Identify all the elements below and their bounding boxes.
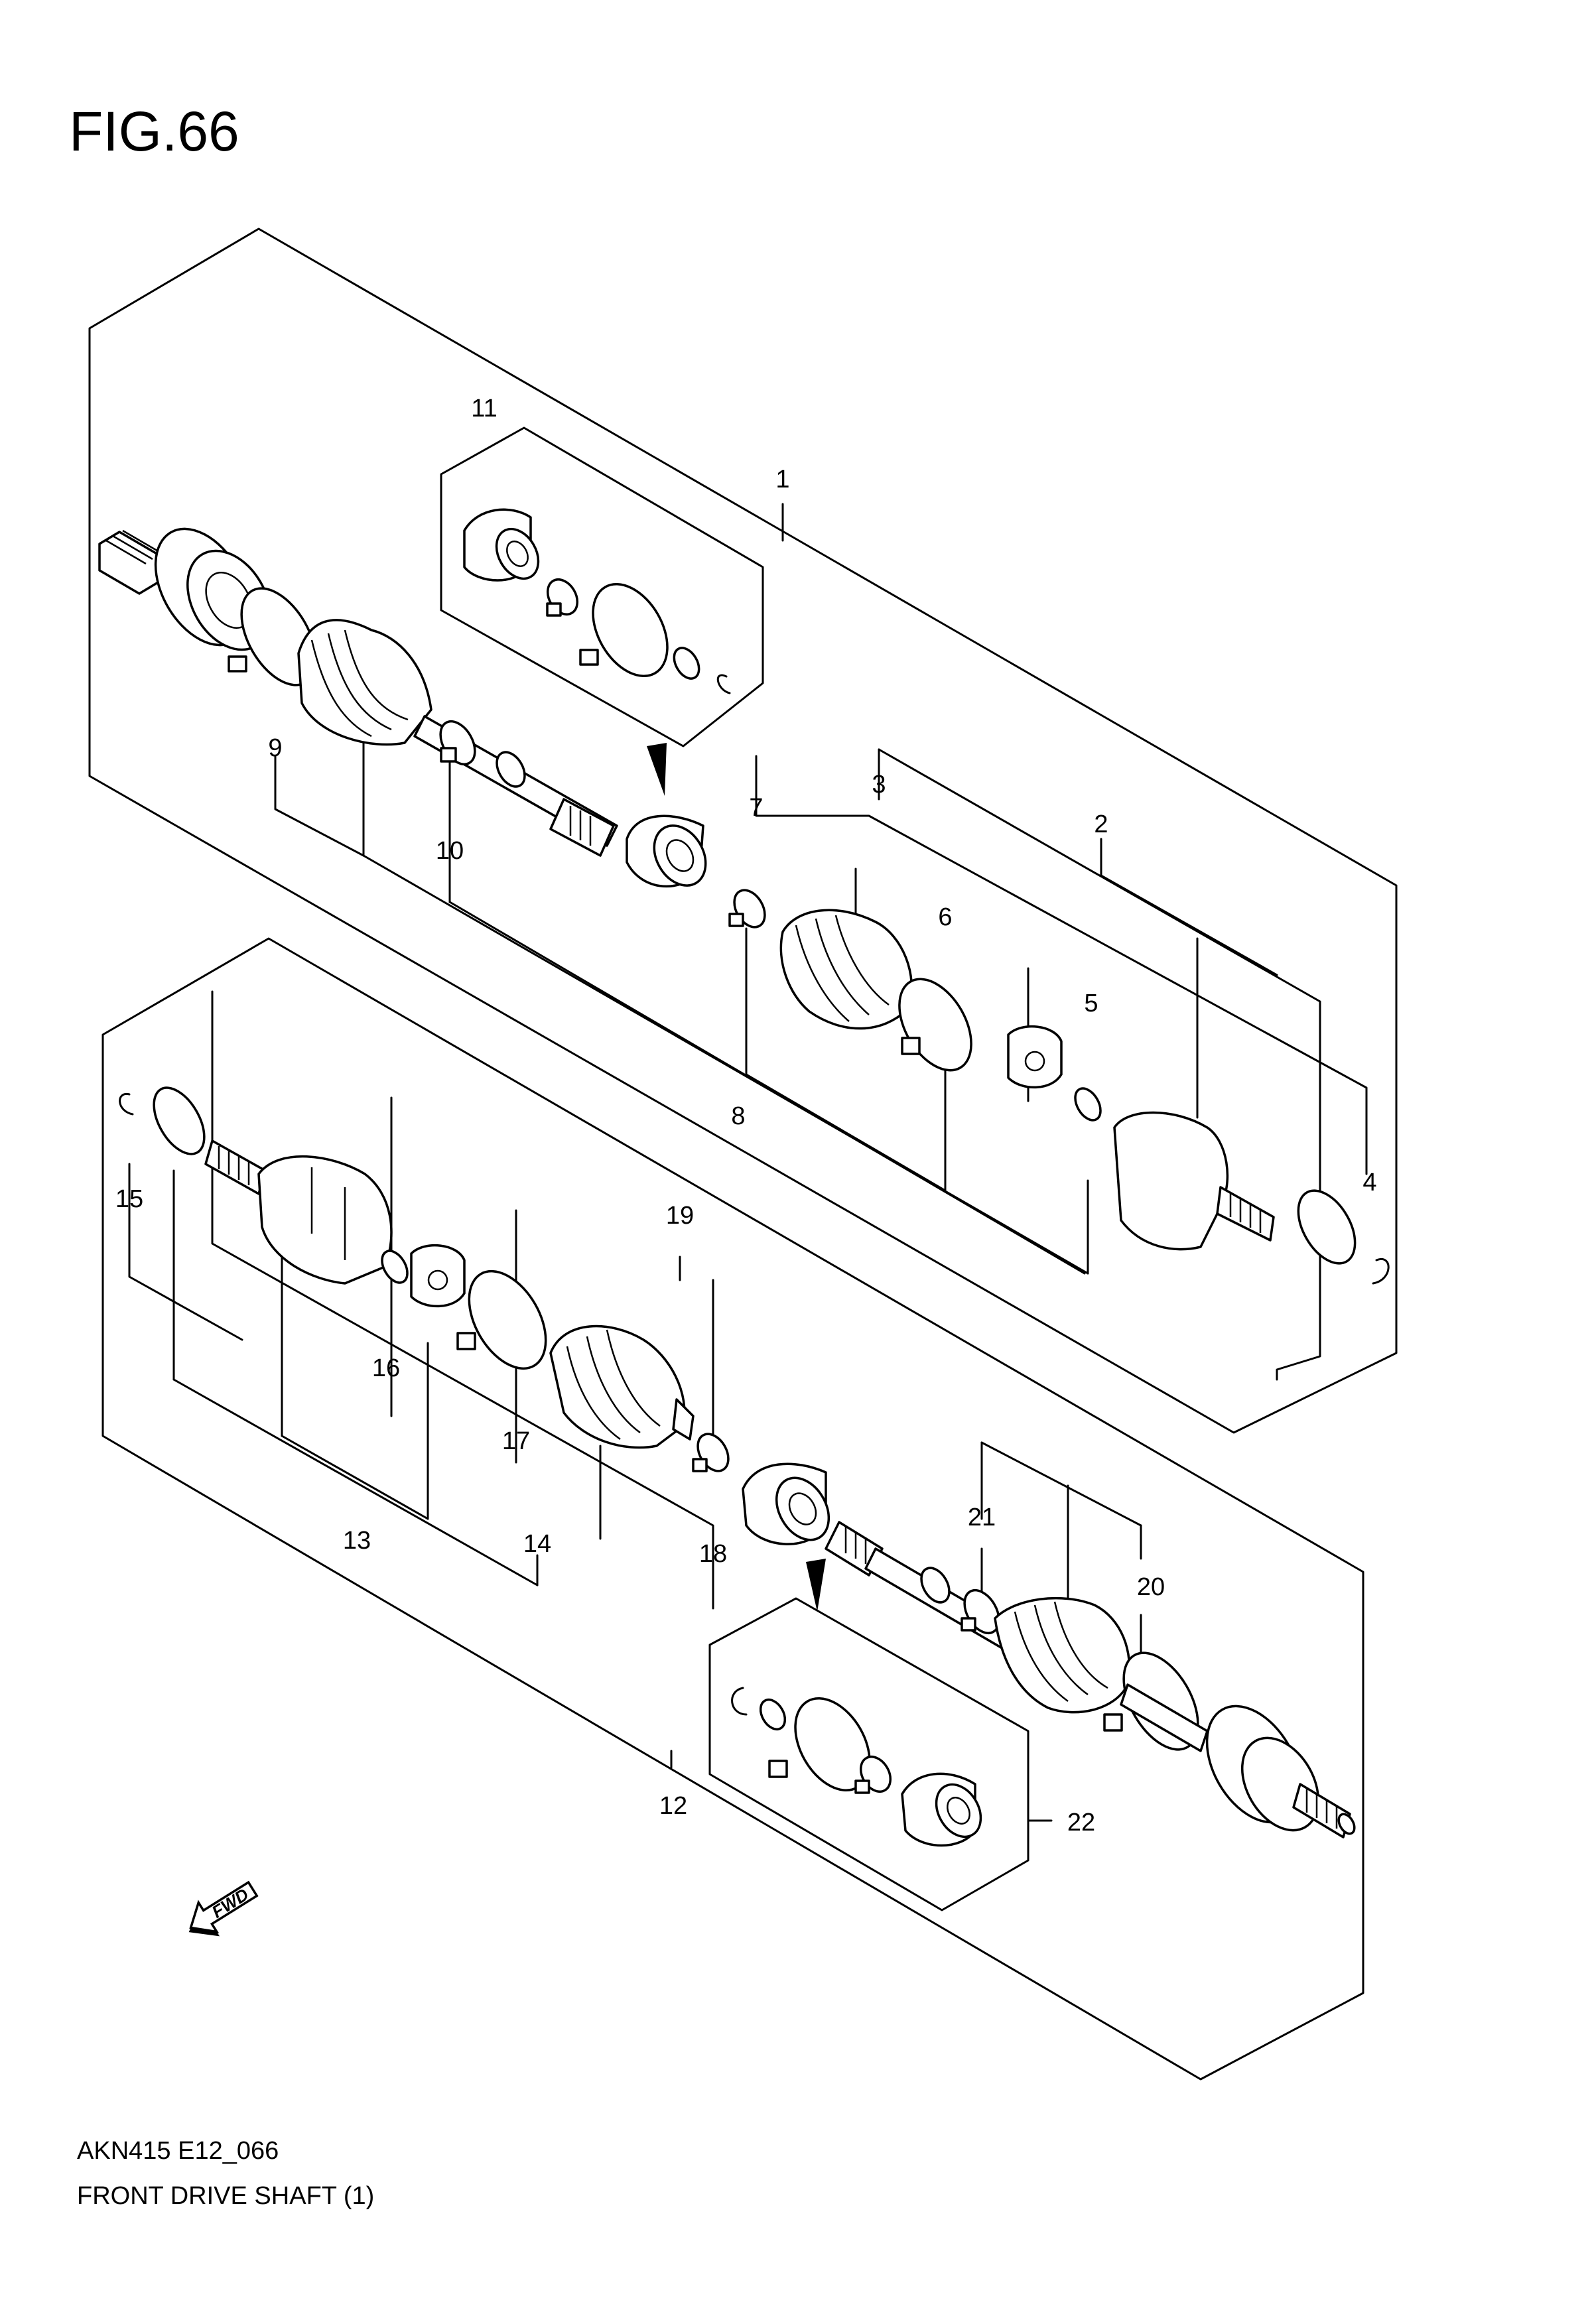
callout-15: 15 [115, 1185, 143, 1213]
leader-15 [128, 1163, 243, 1341]
callout-12: 12 [659, 1792, 687, 1820]
callout-20: 20 [1137, 1573, 1165, 1601]
callout-11: 11 [471, 395, 497, 422]
fwd-arrow-icon: FWD [188, 1880, 259, 1937]
callout-5: 5 [1084, 990, 1098, 1017]
outer-joint-lower [994, 1596, 1356, 1839]
figure-title: FIG.66 [69, 100, 239, 162]
lower-assembly-frame [101, 937, 1364, 2081]
indicator-wedge-lower [806, 1559, 826, 1612]
callout-19: 19 [666, 1202, 694, 1230]
kit-frame-22 [708, 1597, 1029, 1911]
callout-3: 3 [872, 771, 886, 799]
outer-joint-boot [297, 619, 432, 746]
kit-11-parts [463, 508, 731, 694]
callout-2: 2 [1094, 810, 1108, 838]
outer-axle-stub [98, 527, 271, 651]
callout-9: 9 [268, 734, 282, 762]
callout-13: 13 [343, 1527, 371, 1555]
group-frame-19 [211, 990, 714, 1610]
callout-16: 16 [372, 1354, 400, 1382]
diagram-caption: FRONT DRIVE SHAFT (1) [77, 2182, 375, 2210]
callout-10: 10 [436, 837, 464, 865]
callout-6: 6 [938, 903, 952, 931]
diagram-code: AKN415 E12_066 [77, 2137, 279, 2165]
inner-joint-parts-lower [119, 1086, 730, 1472]
callout-21: 21 [968, 1504, 996, 1531]
callout-4: 4 [1362, 1169, 1376, 1196]
group-frame-3 [755, 755, 1368, 1175]
bearing-lower [742, 1462, 830, 1545]
leader-9 [274, 755, 365, 857]
kit-frame-11 [440, 426, 764, 747]
upper-assembly-frame [88, 227, 1398, 1434]
callout-17: 17 [502, 1427, 530, 1455]
callout-14: 14 [523, 1530, 551, 1558]
callout-7: 7 [749, 794, 763, 822]
kit-22-parts [731, 1687, 982, 1847]
bearing-upper [626, 814, 707, 888]
inner-joint-parts-upper [728, 889, 1390, 1285]
callout-18: 18 [699, 1540, 727, 1568]
lower-shaft [825, 1521, 1036, 1663]
indicator-wedge-upper [647, 743, 667, 796]
group-frame-2 [878, 748, 1321, 1381]
callout-22: 22 [1067, 1809, 1095, 1837]
callout-1: 1 [775, 466, 789, 493]
callout-8: 8 [731, 1102, 745, 1130]
